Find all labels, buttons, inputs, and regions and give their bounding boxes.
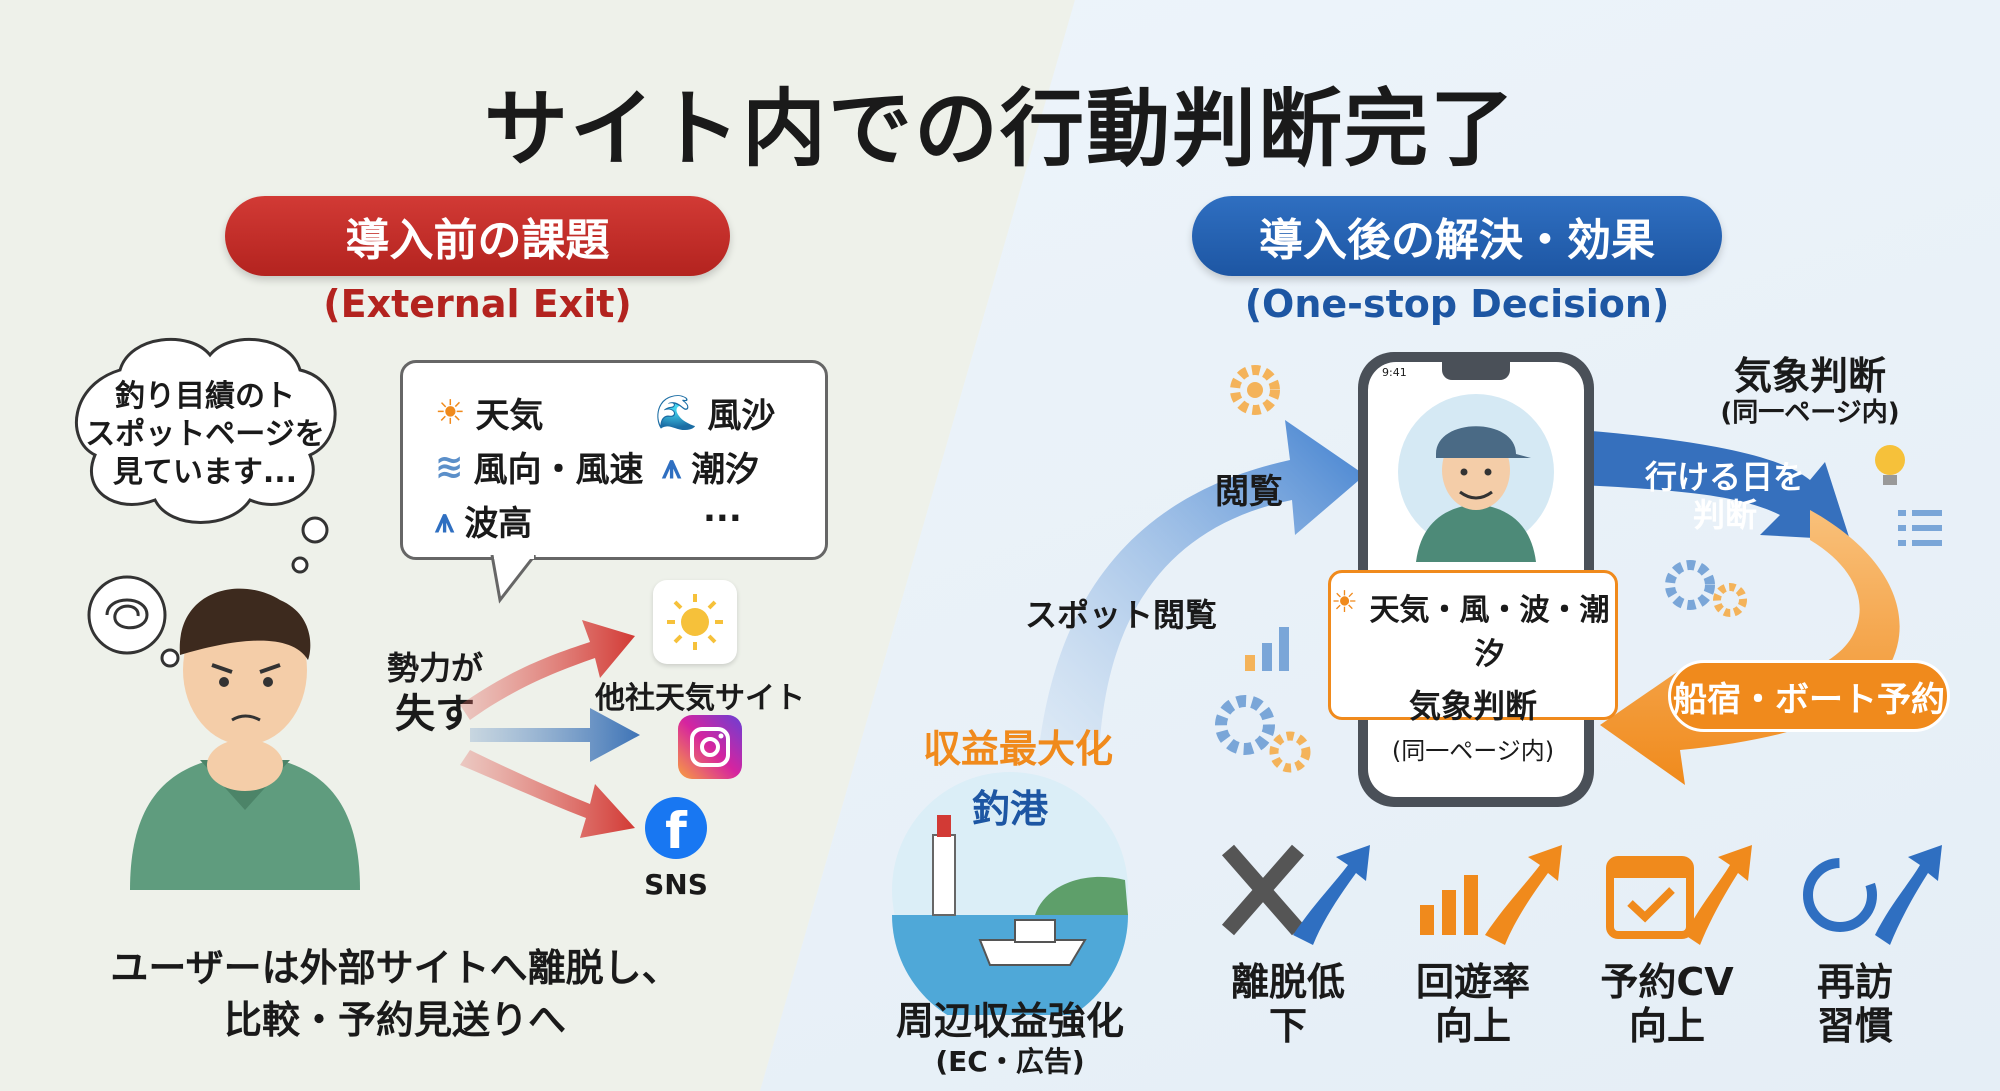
sun-icon: ☀ — [435, 392, 466, 433]
fishing-port-illustration — [892, 772, 1128, 1015]
port-label: 釣港 — [971, 787, 1048, 831]
wave-icon: 🌊 — [655, 392, 698, 433]
kpi-circulation: 回遊率向上 — [1415, 960, 1530, 1048]
lightbulb-icon — [1875, 445, 1905, 485]
page-title: サイト内での行動判断完了 — [483, 80, 1516, 178]
revisit-icon — [1803, 845, 1942, 945]
kpi-exit-reduce: 離脱低下 — [1230, 960, 1345, 1048]
spot-browse-label: スポット閲覧 — [1025, 596, 1218, 634]
facebook-icon: f — [645, 797, 707, 860]
instagram-icon — [678, 715, 742, 779]
revenue-sub: (EC・広告) — [935, 1045, 1085, 1078]
confused-thought-icon — [87, 575, 180, 668]
chart-bars-icon — [1245, 627, 1289, 671]
browse-label: 閲覧 — [1215, 472, 1283, 512]
before-subheader: (External Exit) — [323, 282, 632, 326]
list-icon — [1898, 510, 1942, 546]
sun-icon: ☀ — [1331, 585, 1358, 620]
weather-decision-title: 気象判断 — [1733, 354, 1886, 398]
after-header: 導入後の解決・効果 — [1192, 196, 1722, 276]
exit-reduce-icon — [1221, 844, 1370, 945]
wind-icon: ≋ — [435, 446, 464, 487]
thought-line-1: 釣り目績のト — [115, 379, 295, 414]
thought-cloud — [74, 337, 337, 574]
weather-site-sun-icon — [653, 580, 737, 664]
circulation-up-icon — [1420, 845, 1562, 945]
sns-label: SNS — [644, 868, 708, 901]
weather-decision-sub: (同一ページ内) — [1720, 398, 1900, 428]
bubble-tail — [490, 555, 537, 604]
weather-info-bubble — [400, 360, 828, 560]
other-weather-site-label: 他社天気サイト — [595, 681, 805, 716]
booking-cv-icon — [1606, 845, 1752, 945]
exit-arrows — [460, 620, 640, 838]
gears-right-icon — [1665, 560, 1747, 617]
wave-height-icon: ⩚ — [435, 500, 455, 541]
weather-item-wind: ≋風向・風速 — [435, 446, 644, 491]
thought-text: 釣り目績のト スポットページを 見ています... — [85, 378, 325, 492]
revenue-max-label: 収益最大化 — [922, 727, 1113, 771]
box-line-1: ☀天気・風・波・潮汐 — [1331, 585, 1610, 672]
fisherman-icon — [1398, 394, 1554, 562]
after-subheader: (One-stop Decision) — [1244, 282, 1670, 326]
before-header: 導入前の課題 — [225, 196, 730, 276]
go-day-label: 行ける日を 判断 — [1644, 458, 1805, 534]
worried-user-icon — [130, 588, 360, 890]
thought-line-2: スポットページを — [85, 417, 325, 452]
revenue-text: 周辺収益強化 — [895, 999, 1124, 1043]
weather-item-tide: ⩚潮汐 — [662, 446, 760, 491]
weather-item-sun: ☀天気 — [435, 392, 544, 437]
thought-line-3: 見ています... — [112, 455, 298, 490]
phone-time: 9:41 — [1382, 366, 1407, 379]
weather-info-box: ☀天気・風・波・潮汐 気象判断 (同一ページ内) — [1328, 570, 1618, 765]
box-line-3: (同一ページ内) — [1391, 737, 1555, 765]
before-conclusion: ユーザーは外部サイトへ離脱し、 比較・予約見送りへ — [110, 946, 680, 1042]
gear-icon — [1230, 365, 1280, 415]
kpi-revisit: 再訪習慣 — [1816, 960, 1893, 1048]
gears-icon — [1215, 695, 1311, 773]
weather-item-waveheight: ⩚波高 — [435, 500, 533, 545]
weather-item-wave: 🌊風沙 — [655, 392, 776, 437]
phone-notch — [1442, 362, 1510, 380]
tide-icon: ⩚ — [662, 446, 682, 487]
loss-label: 勢力が 失す — [386, 649, 483, 737]
weather-item-more: ... — [703, 490, 742, 530]
box-line-2: 気象判断 — [1408, 687, 1537, 725]
booking-badge: 船宿・ボート予約 — [1668, 660, 1950, 732]
